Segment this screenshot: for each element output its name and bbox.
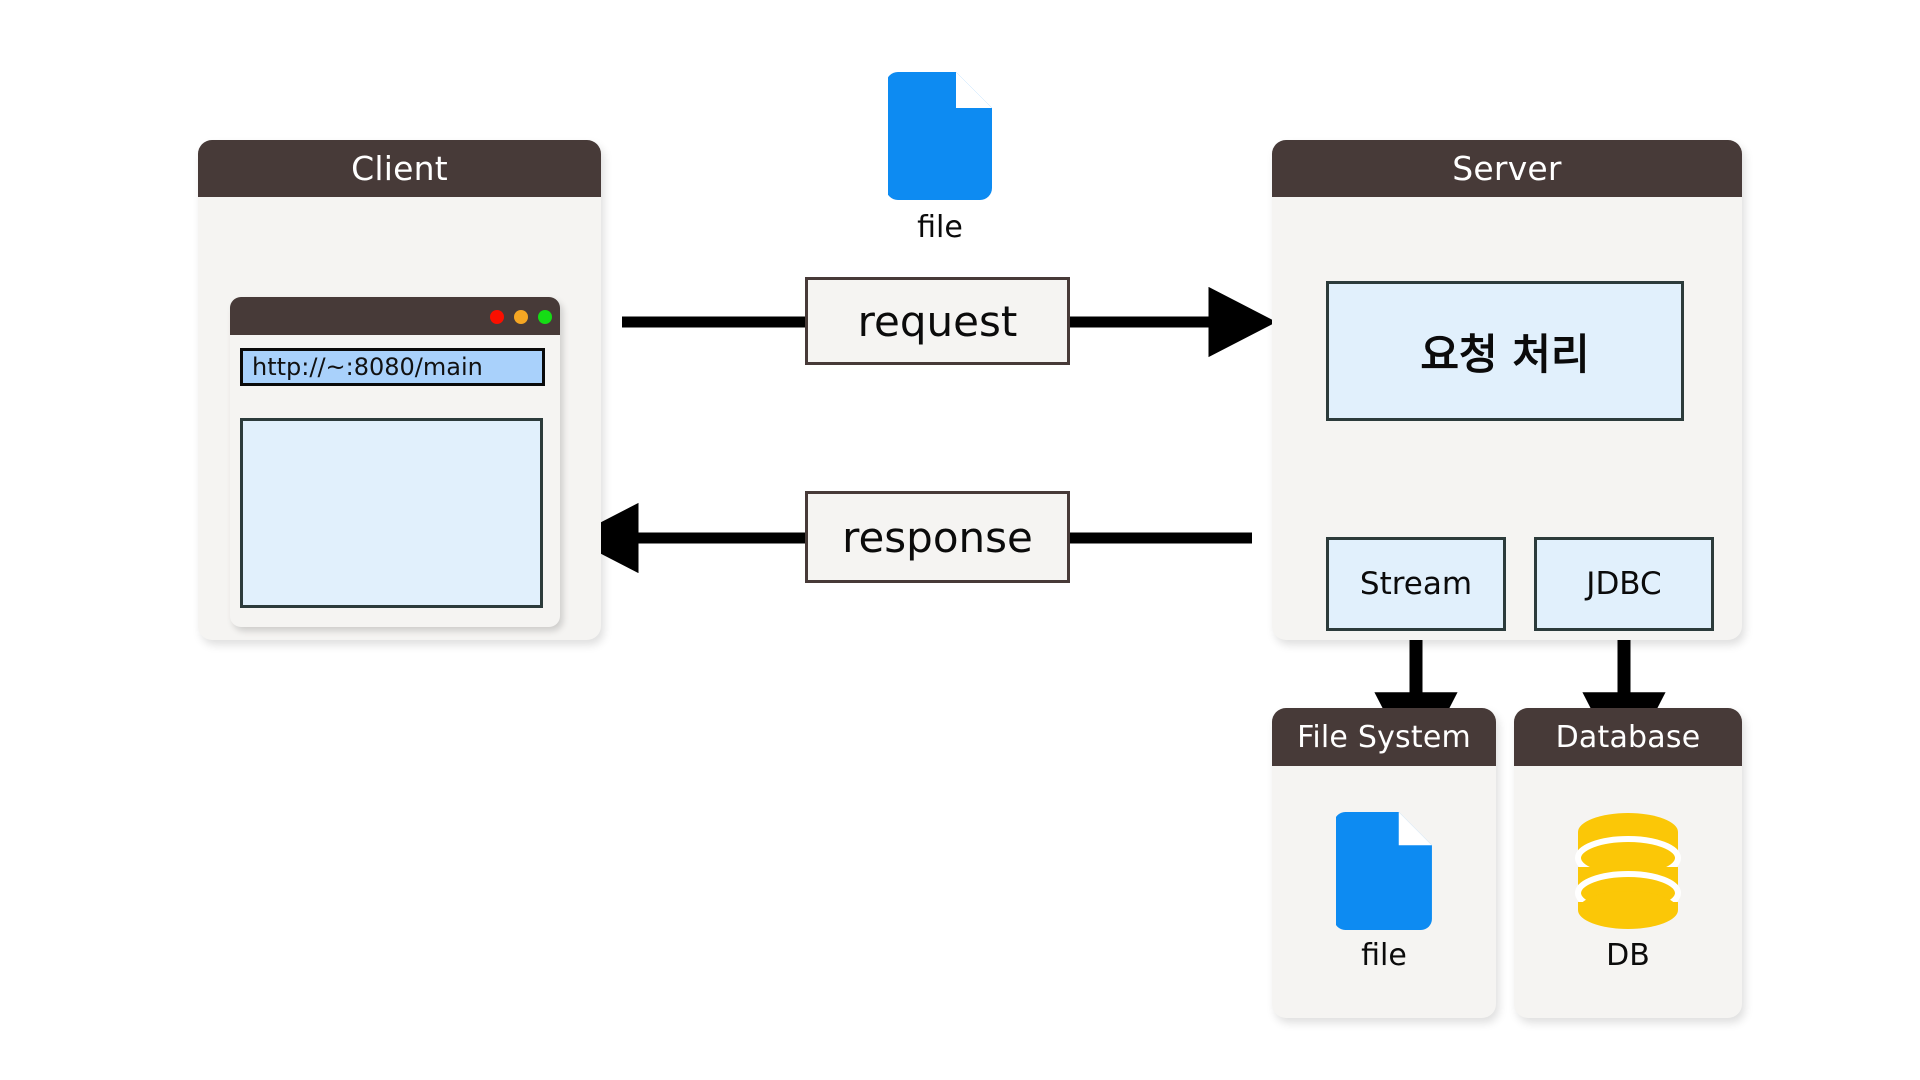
file-icon <box>1336 811 1432 930</box>
file-system-panel[interactable]: File System file <box>1272 708 1496 1018</box>
request-handler-box[interactable]: 요청 처리 <box>1326 281 1684 421</box>
response-label-box: response <box>805 491 1070 583</box>
browser-titlebar[interactable] <box>230 297 560 335</box>
server-panel-title: Server <box>1272 140 1742 197</box>
database-caption: DB <box>1606 937 1650 973</box>
stream-label: Stream <box>1359 566 1473 602</box>
browser-viewport <box>240 418 543 608</box>
database-icon <box>1575 812 1681 929</box>
database-panel[interactable]: Database DB <box>1514 708 1742 1018</box>
server-panel[interactable]: Server 요청 처리 Stream JDBC <box>1272 140 1742 640</box>
close-red-icon[interactable] <box>490 310 504 324</box>
minimize-amber-icon[interactable] <box>514 310 528 324</box>
file-icon <box>888 72 992 200</box>
request-handler-label: 요청 처리 <box>1420 329 1590 379</box>
floating-file-caption: file <box>917 210 963 245</box>
database-panel-body: DB <box>1514 766 1742 1018</box>
request-label-box: request <box>805 277 1070 365</box>
file-system-caption: file <box>1361 937 1407 973</box>
maximize-green-icon[interactable] <box>538 310 552 324</box>
client-panel[interactable]: Client http://~:8080/main <box>198 140 601 640</box>
request-label: request <box>857 296 1018 346</box>
database-panel-title: Database <box>1514 708 1742 766</box>
file-system-panel-title: File System <box>1272 708 1496 766</box>
floating-file-group: file <box>880 72 1000 245</box>
url-input[interactable]: http://~:8080/main <box>240 348 545 386</box>
jdbc-label: JDBC <box>1586 566 1662 602</box>
jdbc-box[interactable]: JDBC <box>1534 537 1714 631</box>
response-label: response <box>842 512 1033 562</box>
file-system-panel-body: file <box>1272 766 1496 1018</box>
client-panel-title: Client <box>198 140 601 197</box>
browser-window[interactable]: http://~:8080/main <box>230 297 560 627</box>
stream-box[interactable]: Stream <box>1326 537 1506 631</box>
